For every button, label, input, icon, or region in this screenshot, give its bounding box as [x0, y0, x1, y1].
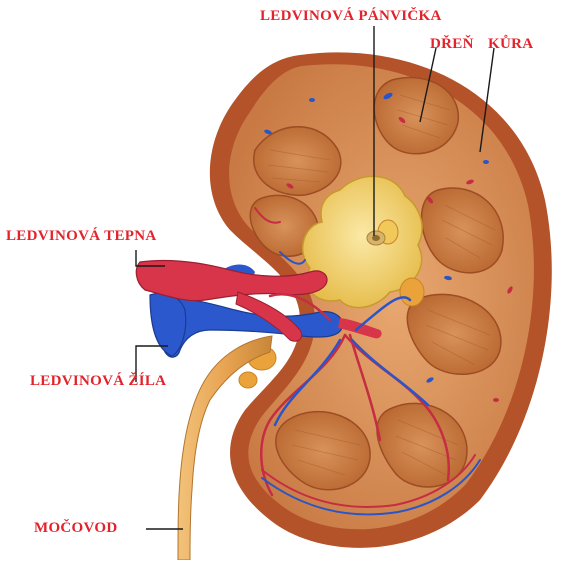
label-cortex: KŮRA — [488, 36, 533, 53]
label-renal-artery: LEDVINOVÁ TEPNA — [6, 228, 157, 245]
label-medulla: DŘEŇ — [430, 36, 474, 53]
label-renal-vein: LEDVINOVÁ ŽÍLA — [30, 373, 166, 390]
label-renal-pelvis: LEDVINOVÁ PÁNVIČKA — [260, 8, 442, 25]
label-ureter: MOČOVOD — [34, 520, 117, 537]
